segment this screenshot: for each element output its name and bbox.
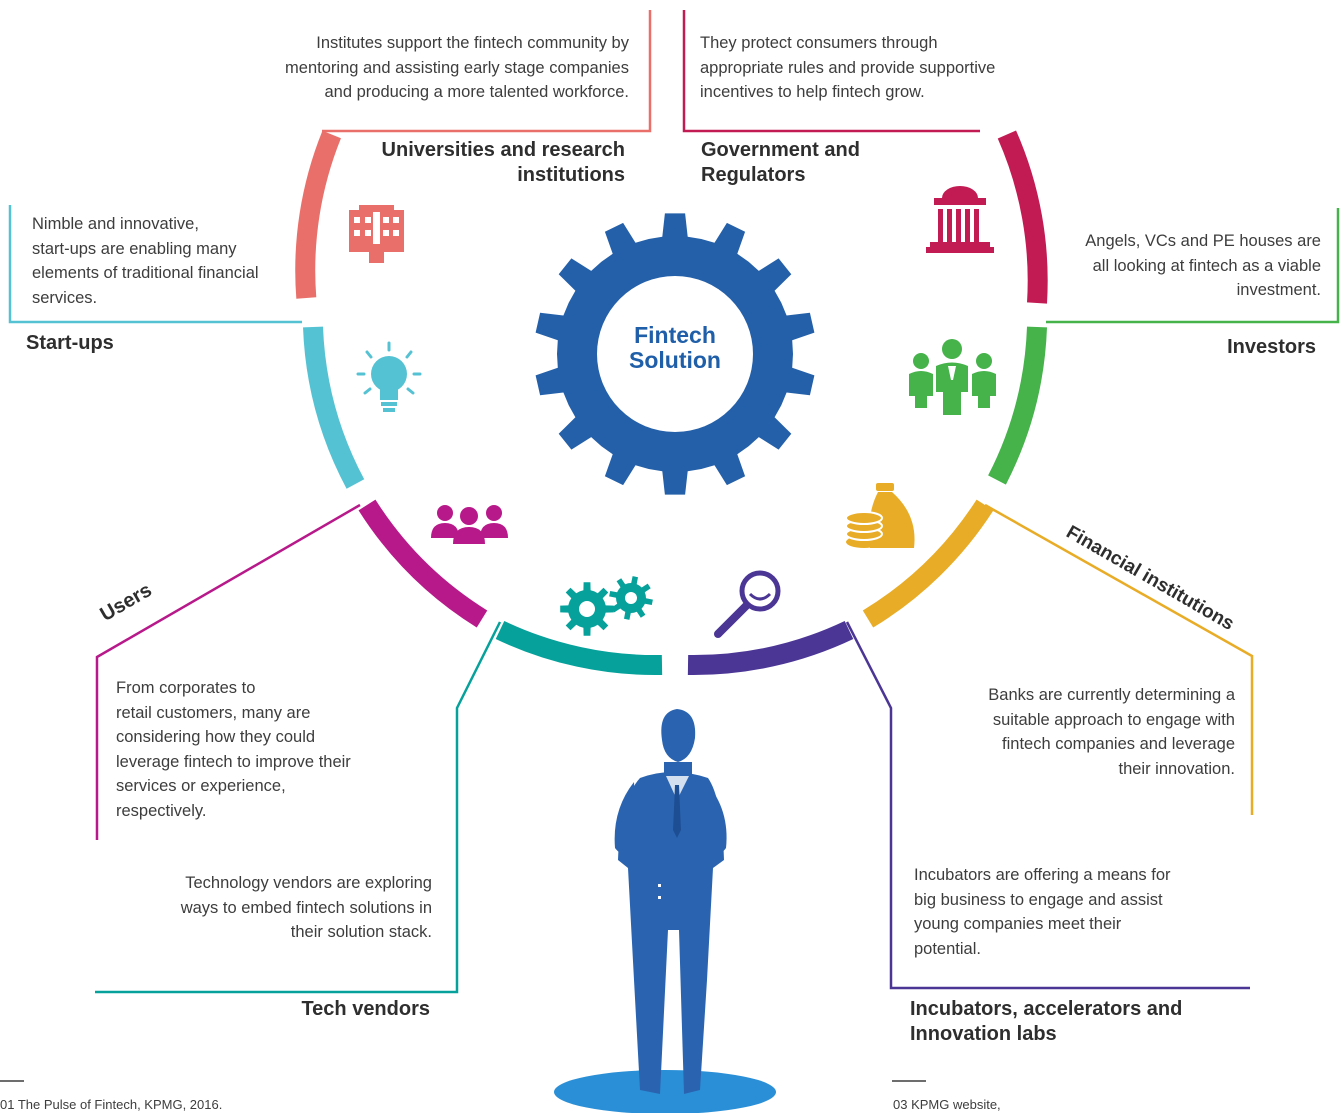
investors-connector [1046,208,1340,324]
government-arc [997,130,1048,304]
tech-label: Tech vendors [301,998,430,1020]
lightbulb-icon [356,341,422,412]
government-connector [682,10,980,133]
center-label-line2: Solution [629,347,721,373]
magnifier-icon [714,570,781,638]
investors-label: Investors [1227,336,1316,358]
users-connector [95,503,361,840]
universities-arc [295,130,341,299]
users-arc [358,499,488,628]
people-suits-icon [909,339,996,415]
businessman-figure [554,709,776,1113]
financial-arc [862,499,994,628]
government-icon [926,186,994,253]
center-label: Fintech Solution [595,323,755,373]
building-icon [349,205,404,263]
footnote-right: 03 KPMG website, [893,1097,1001,1112]
universities-connector [322,10,652,133]
users-group-icon [431,505,508,544]
government-label: Government and Regulators [701,139,860,186]
startups-description: Nimble and innovative, start-ups are ena… [32,215,259,307]
incubators-arc [687,620,854,676]
footnote-left: 01 The Pulse of Fintech, KPMG, 2016. [0,1097,223,1112]
government-description: They protect consumers through appropria… [700,34,996,101]
financial-connector [984,503,1254,815]
gears-icon [560,576,653,636]
tech-description: Technology vendors are exploring ways to… [180,874,432,941]
investors-description: Angels, VCs and PE houses are all lookin… [1085,232,1321,299]
center-label-line1: Fintech [634,322,716,348]
users-description: From corporates to retail customers, man… [116,679,351,820]
universities-label: Universities and research institutions [381,139,625,186]
tech-arc [495,620,663,676]
incubators-connector [845,621,1250,990]
startups-connector [8,205,302,324]
universities-description: Institutes support the fintech community… [285,34,629,101]
startups-label: Start-ups [26,332,114,354]
investors-arc [988,326,1047,485]
financial-description: Banks are currently determining a suitab… [988,686,1235,778]
money-bag-icon [845,483,915,548]
startups-arc [303,326,365,489]
incubators-description: Incubators are offering a means for big … [914,866,1171,958]
incubators-label: Incubators, accelerators and Innovation … [910,998,1183,1045]
tech-connector [95,621,502,994]
gear-icon [535,213,815,495]
